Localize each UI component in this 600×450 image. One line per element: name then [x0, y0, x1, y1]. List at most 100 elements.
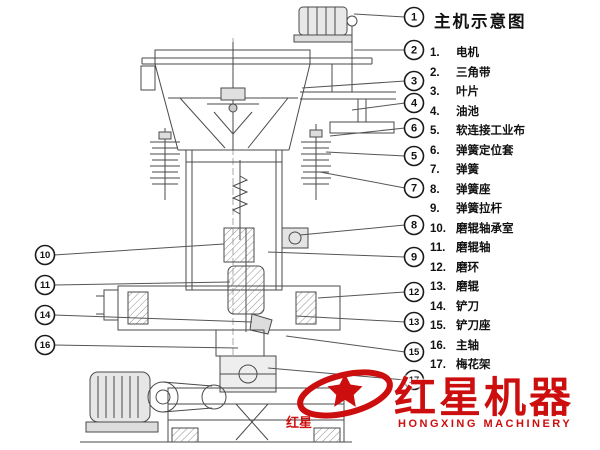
callout-leader-line	[53, 243, 225, 256]
legend-item-label: 弹簧定位套	[456, 144, 514, 157]
brand-name-chinese: 红星机器	[394, 374, 575, 421]
svg-text:15: 15	[409, 347, 420, 358]
callout-leader-line	[295, 315, 406, 323]
legend-item: 13. 磨辊	[430, 278, 598, 298]
legend-item-number: 14.	[430, 300, 446, 313]
svg-text:10: 10	[40, 250, 51, 261]
callout-16: 16	[34, 334, 56, 356]
callout-leader-line	[53, 281, 231, 286]
svg-text:7: 7	[411, 183, 417, 195]
legend-item-label: 叶片	[456, 86, 479, 98]
legend-title: 主机示意图	[434, 13, 527, 31]
callout-12: 12	[403, 281, 425, 303]
callout-leader-line	[319, 171, 406, 189]
callout-14: 14	[34, 304, 56, 326]
legend-item-number: 15.	[430, 320, 446, 332]
svg-text:9: 9	[411, 252, 417, 264]
legend-item-label: 磨辊轴承室	[456, 222, 514, 235]
callout-4: 4	[403, 92, 425, 114]
svg-text:2: 2	[411, 45, 417, 57]
legend-item-label: 油池	[456, 105, 479, 118]
callout-leader-line	[267, 251, 406, 258]
legend-item-label: 电机	[456, 47, 479, 59]
legend-item-number: 11.	[430, 242, 446, 254]
callout-8: 8	[403, 214, 425, 236]
callout-7: 7	[403, 177, 425, 199]
brand-watermark: 红星 红星机器 HONGXING MACHINERY	[282, 356, 598, 448]
callout-leader-line	[53, 314, 253, 323]
legend-item-number: 12.	[430, 261, 446, 274]
legend-item-label: 弹簧	[456, 164, 479, 176]
legend-item: 2. 三角带	[430, 64, 598, 84]
callout-leader-line	[329, 127, 406, 137]
legend-item-number: 2.	[430, 66, 440, 79]
legend-item-label: 铲刀座	[456, 320, 491, 332]
callout-10: 10	[34, 244, 56, 266]
legend-item: 4. 油池	[430, 103, 598, 123]
legend-item: 3. 叶片	[430, 83, 598, 103]
legend-item: 11. 磨辊轴	[430, 239, 598, 259]
callout-1: 1	[403, 6, 425, 28]
legend-item-label: 磨环	[456, 261, 479, 274]
star-orbit-icon	[297, 369, 393, 419]
callout-5: 5	[403, 145, 425, 167]
legend-item: 17. 梅花架	[430, 356, 598, 376]
legend-item-label: 弹簧座	[456, 183, 491, 196]
legend-item-number: 8.	[430, 183, 440, 196]
callout-3: 3	[403, 70, 425, 92]
legend-item: 7. 弹簧	[430, 161, 598, 181]
callout-leader-line	[53, 344, 239, 349]
svg-text:6: 6	[411, 123, 417, 135]
svg-text:8: 8	[411, 220, 417, 232]
callout-leader-line	[285, 335, 406, 353]
callout-9: 9	[403, 246, 425, 268]
legend-item: 12. 磨环	[430, 259, 598, 279]
svg-text:17: 17	[409, 375, 420, 386]
legend-item-number: 9.	[430, 203, 440, 215]
legend-item-number: 3.	[430, 86, 440, 98]
callout-leader-line	[317, 291, 406, 299]
legend-item: 14. 铲刀	[430, 298, 598, 318]
callout-11: 11	[34, 274, 56, 296]
legend-item-number: 17.	[430, 359, 446, 371]
legend-item-number: 10.	[430, 222, 446, 235]
legend-item: 1.电机	[430, 44, 598, 64]
legend-item-number: 6.	[430, 144, 440, 157]
legend-item-label: 主轴	[456, 339, 479, 352]
legend-panel: 主机示意图 1.电机 2. 三角带 3. 叶片 4. 油池 5. 软连接工业布 6. 弹簧定位套 7.…	[430, 8, 598, 376]
svg-text:12: 12	[409, 287, 420, 298]
svg-text:13: 13	[409, 317, 420, 328]
legend-item-label: 软连接工业布	[456, 125, 525, 137]
svg-text:16: 16	[40, 340, 51, 351]
callout-15: 15	[403, 341, 425, 363]
legend-item-label: 三角带	[456, 66, 491, 79]
legend-item-number: 13.	[430, 281, 446, 293]
callout-leader-line	[325, 151, 406, 157]
legend-item-number: 4.	[430, 105, 440, 118]
legend-list: 1.电机 2. 三角带 3. 叶片 4. 油池 5. 软连接工业布 6. 弹簧定位套 7. 弹簧 8. 弹簧…	[430, 44, 598, 376]
brand-name-small: 红星	[286, 415, 313, 430]
legend-item: 16.主轴	[430, 337, 598, 357]
svg-text:4: 4	[411, 98, 418, 110]
legend-item-label: 铲刀	[456, 300, 479, 313]
legend-item: 8. 弹簧座	[430, 181, 598, 201]
callout-17: 17	[403, 369, 425, 391]
legend-item: 5. 软连接工业布	[430, 122, 598, 142]
svg-text:3: 3	[411, 76, 417, 88]
callout-6: 6	[403, 117, 425, 139]
legend-item-number: 5.	[430, 125, 440, 137]
svg-text:14: 14	[40, 310, 51, 321]
legend-item: 9.弹簧拉杆	[430, 200, 598, 220]
svg-text:5: 5	[411, 151, 417, 163]
svg-text:1: 1	[411, 12, 417, 24]
legend-item-label: 磨辊轴	[456, 242, 491, 254]
legend-item-number: 7.	[430, 164, 440, 176]
legend-item-label: 磨辊	[456, 281, 479, 293]
legend-item-label: 梅花架	[456, 359, 491, 371]
brand-name-english: HONGXING MACHINERY	[398, 418, 573, 430]
legend-item: 6. 弹簧定位套	[430, 142, 598, 162]
callout-13: 13	[403, 311, 425, 333]
